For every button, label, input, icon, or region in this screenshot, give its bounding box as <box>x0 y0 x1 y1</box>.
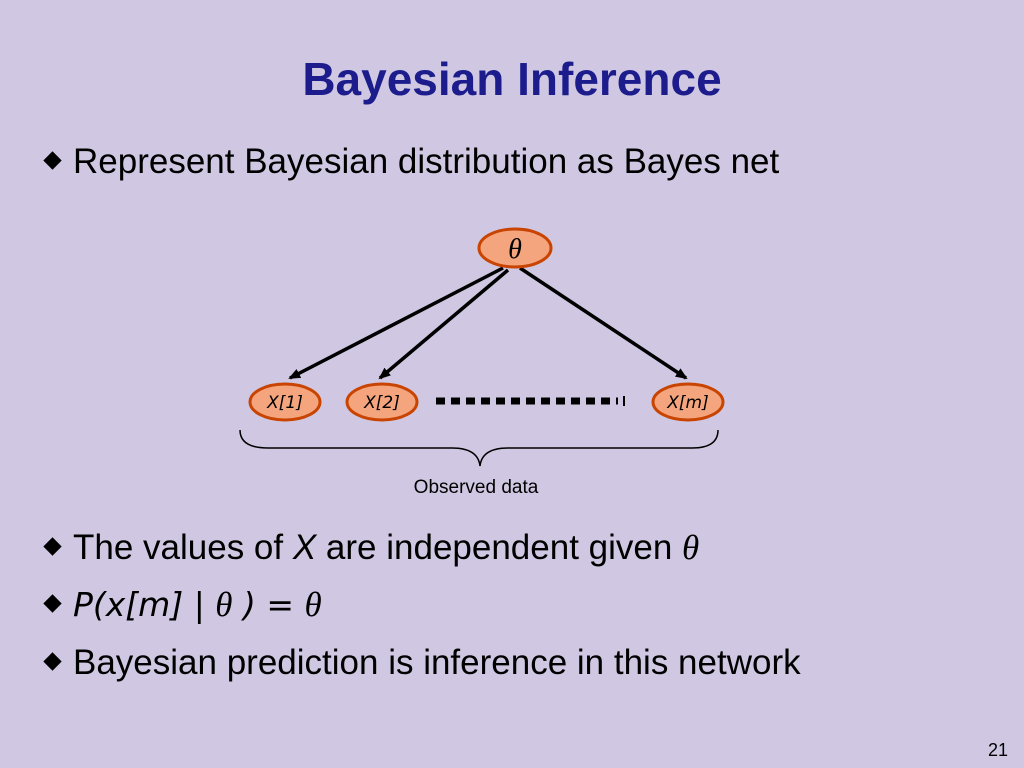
theta-symbol: θ <box>304 585 322 624</box>
diamond-bullet-icon <box>43 537 62 556</box>
edge-theta-xm <box>519 266 688 380</box>
variable-x: X <box>292 528 317 567</box>
edge-theta-x2 <box>378 268 510 380</box>
formula-middle: ) = <box>232 585 305 624</box>
node-x2 <box>345 382 419 422</box>
diamond-bullet-icon <box>43 594 62 613</box>
bullet-text-prefix: The values of <box>73 528 293 567</box>
bullet-text: Represent Bayesian distribution as Bayes… <box>73 142 780 181</box>
diamond-bullet-icon <box>43 652 62 671</box>
node-theta-label: θ <box>508 234 522 265</box>
node-xm-label: X[m] <box>666 393 708 413</box>
bullet-prediction: Bayesian prediction is inference in this… <box>43 643 801 683</box>
observed-data-brace <box>239 429 719 467</box>
node-x1 <box>248 382 322 422</box>
bullet-text-middle: are independent given <box>316 528 683 567</box>
bullet-independent: The values of X are independent given θ <box>43 528 700 568</box>
theta-symbol: θ <box>215 585 233 624</box>
formula-left: P(x[m] | <box>73 585 216 624</box>
page-number: 21 <box>987 740 1008 760</box>
node-xm <box>651 382 725 422</box>
theta-symbol: θ <box>682 528 700 567</box>
edge-theta-x1 <box>288 266 504 380</box>
node-x2-label: X[2] <box>363 393 400 413</box>
node-x1-label: X[1] <box>266 393 303 413</box>
slide-title: Bayesian Inference <box>302 53 722 105</box>
bullet-probability: P(x[m] | θ ) = θ <box>43 585 322 625</box>
node-theta <box>477 227 553 269</box>
observed-data-label: Observed data <box>414 477 539 498</box>
bullet-represent: Represent Bayesian distribution as Bayes… <box>43 142 780 182</box>
bullet-text: Bayesian prediction is inference in this… <box>73 643 801 682</box>
